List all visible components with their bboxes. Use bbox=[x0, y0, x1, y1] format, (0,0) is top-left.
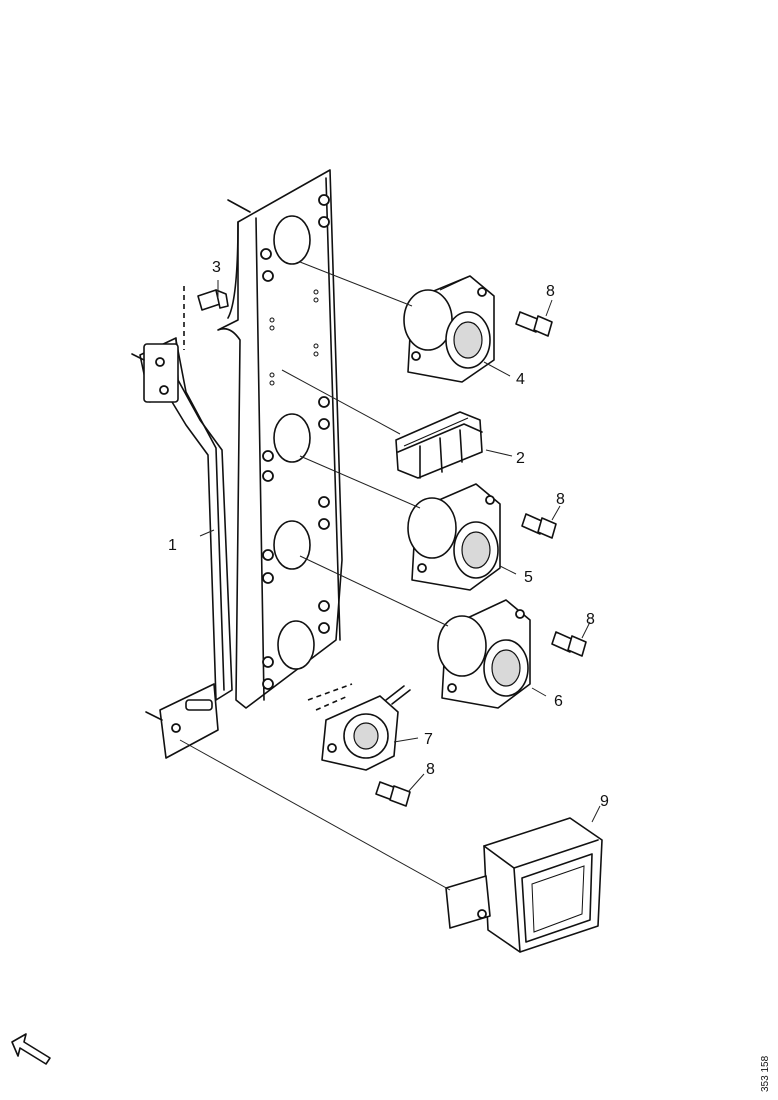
callout-5: 5 bbox=[524, 569, 533, 586]
reference-code: 353 158 bbox=[760, 1055, 771, 1092]
bolt-3 bbox=[197, 289, 229, 311]
leader-lines bbox=[179, 261, 601, 891]
socket-4 bbox=[403, 275, 495, 383]
bolt-8d bbox=[375, 781, 411, 807]
callout-2: 2 bbox=[516, 450, 525, 467]
bolt-8a bbox=[515, 311, 553, 337]
socket-7 bbox=[307, 683, 411, 771]
callout-8c: 8 bbox=[586, 611, 595, 628]
support-arm bbox=[131, 286, 233, 759]
callout-6: 6 bbox=[554, 693, 563, 710]
bracket-plate bbox=[217, 169, 343, 709]
direction-arrow-icon bbox=[11, 1033, 51, 1065]
callout-3: 3 bbox=[212, 259, 221, 276]
connector-block-2 bbox=[395, 411, 483, 479]
socket-6 bbox=[437, 599, 531, 709]
bolt-8c bbox=[551, 631, 587, 657]
callout-1: 1 bbox=[168, 537, 177, 554]
callout-9: 9 bbox=[600, 793, 609, 810]
bolt-8b bbox=[521, 513, 557, 539]
callout-8d: 8 bbox=[426, 761, 435, 778]
lamp-9 bbox=[445, 817, 603, 953]
callout-4: 4 bbox=[516, 371, 525, 388]
callout-labels: 1 2 3 4 5 6 7 8 8 8 8 9 bbox=[168, 259, 609, 810]
socket-5 bbox=[407, 483, 501, 591]
callout-8a: 8 bbox=[546, 283, 555, 300]
callout-8b: 8 bbox=[556, 491, 565, 508]
callout-7: 7 bbox=[424, 731, 433, 748]
